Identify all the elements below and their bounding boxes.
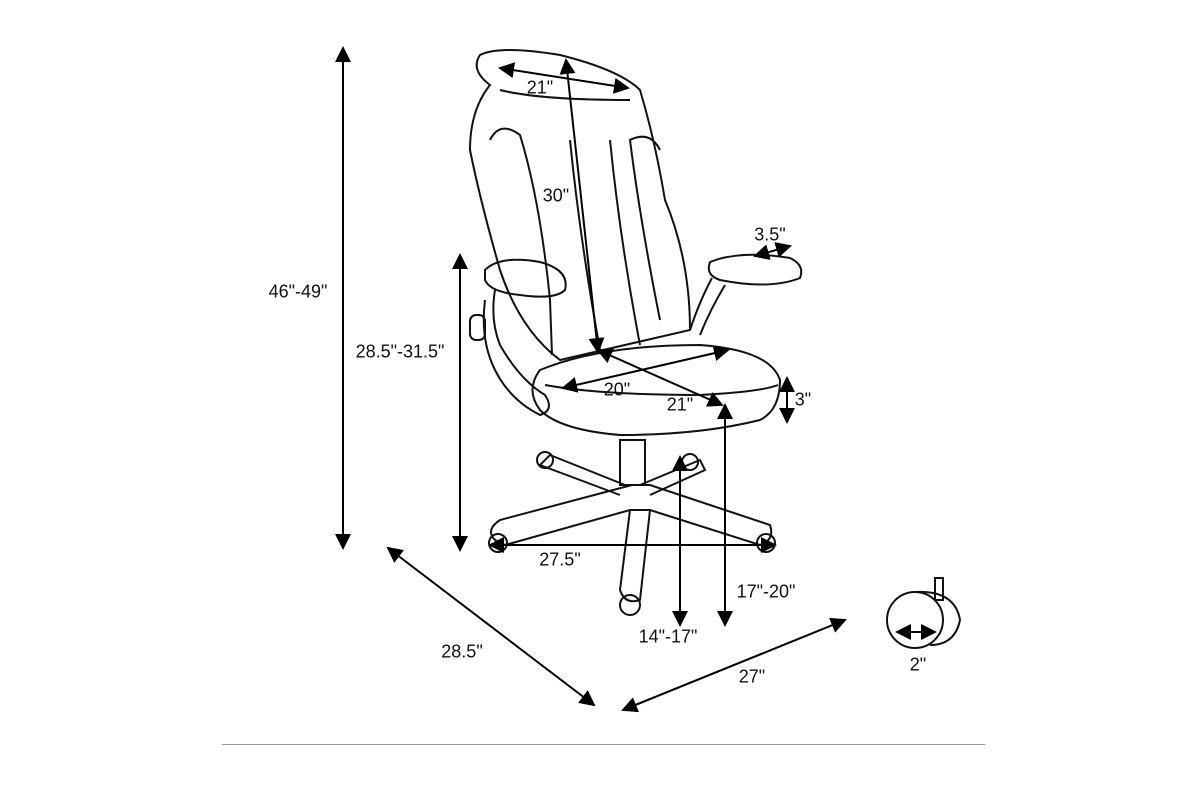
caster-icon (886, 577, 962, 649)
overall-depth-label: 28.5" (441, 641, 483, 662)
seat-width-label: 20" (603, 379, 631, 400)
caster-diameter-label: 2" (909, 654, 927, 675)
base-width-label: 27.5" (539, 549, 581, 570)
seat-height-label: 17"-20" (736, 581, 796, 602)
overall-width-label: 27" (738, 666, 766, 687)
headrest-width-label: 21" (526, 77, 554, 98)
dimension-arrows (335, 46, 937, 713)
chair-outline (468, 49, 803, 616)
backrest-height-label: 30" (542, 185, 570, 206)
overall-height-label: 46"-49" (268, 281, 328, 302)
armrest-width-label: 3.5" (754, 224, 786, 245)
divider (222, 744, 985, 745)
under-seat-height-label: 14"-17" (638, 626, 698, 647)
seat-depth-label: 21" (666, 394, 694, 415)
seat-thickness-label: 3" (794, 389, 812, 410)
arm-height-label: 28.5"-31.5" (355, 341, 445, 362)
